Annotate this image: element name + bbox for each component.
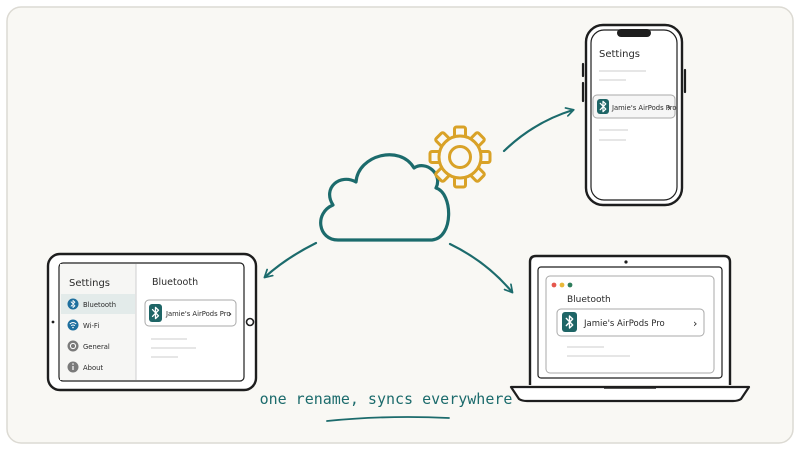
tablet-sidebar-title: Settings <box>69 278 110 289</box>
sync-arrow-to-tablet <box>263 241 318 279</box>
tablet-home-button <box>245 317 255 327</box>
laptop-base <box>509 385 751 403</box>
chevron-right-icon: › <box>693 317 697 330</box>
tablet-sidebar-label: Bluetooth <box>83 301 116 309</box>
laptop-device: Bluetooth Jamie's AirPods Pro › <box>509 254 751 403</box>
tablet-device: Settings Bluetooth Wi-Fi General <box>46 252 258 392</box>
gear-small-icon <box>67 340 79 352</box>
laptop-device-name: Jamie's AirPods Pro <box>583 319 665 329</box>
laptop-device-row[interactable]: Jamie's AirPods Pro › <box>556 308 705 337</box>
window-close-button[interactable] <box>551 282 557 288</box>
phone-device-row[interactable]: Jamie's AirPods Pro › <box>592 94 677 119</box>
tablet-sidebar-item-about[interactable]: About <box>67 361 104 373</box>
tablet-pane-title: Bluetooth <box>152 277 198 288</box>
bluetooth-icon <box>149 304 162 322</box>
tablet-sidebar-label: General <box>83 343 110 351</box>
tablet-sidebar-label: About <box>83 364 103 372</box>
bluetooth-icon <box>67 298 79 310</box>
chevron-right-icon: › <box>228 309 232 320</box>
cloud-icon <box>319 153 451 242</box>
sync-arrow-to-laptop <box>448 242 514 294</box>
tablet-sidebar-item-bluetooth[interactable]: Bluetooth <box>61 294 135 314</box>
phone-device: Settings Jamie's AirPods Pro › <box>581 23 687 207</box>
window-minimize-button[interactable] <box>559 282 565 288</box>
phone-notch <box>617 29 651 37</box>
window-zoom-button[interactable] <box>567 282 573 288</box>
caption-underline <box>326 416 450 422</box>
bluetooth-icon <box>597 99 609 114</box>
tablet-sidebar-item-general[interactable]: General <box>67 340 110 352</box>
info-icon <box>67 361 79 373</box>
bluetooth-icon <box>562 312 577 332</box>
gear-icon <box>428 125 492 189</box>
phone-settings-title: Settings <box>599 49 640 60</box>
wifi-icon <box>67 319 79 331</box>
chevron-right-icon: › <box>667 103 671 114</box>
laptop-pane-title: Bluetooth <box>567 295 611 305</box>
caption-text: one rename, syncs everywhere <box>260 390 513 408</box>
phone-device-name: Jamie's AirPods Pro <box>611 104 677 112</box>
tablet-sidebar-label: Wi-Fi <box>83 322 99 330</box>
tablet-device-row[interactable]: Jamie's AirPods Pro › <box>144 299 237 327</box>
tablet-sidebar-item-wifi[interactable]: Wi-Fi <box>67 319 100 331</box>
sync-arrow-to-phone <box>502 107 575 153</box>
tablet-device-name: Jamie's AirPods Pro <box>165 310 231 318</box>
laptop-camera <box>624 260 628 264</box>
